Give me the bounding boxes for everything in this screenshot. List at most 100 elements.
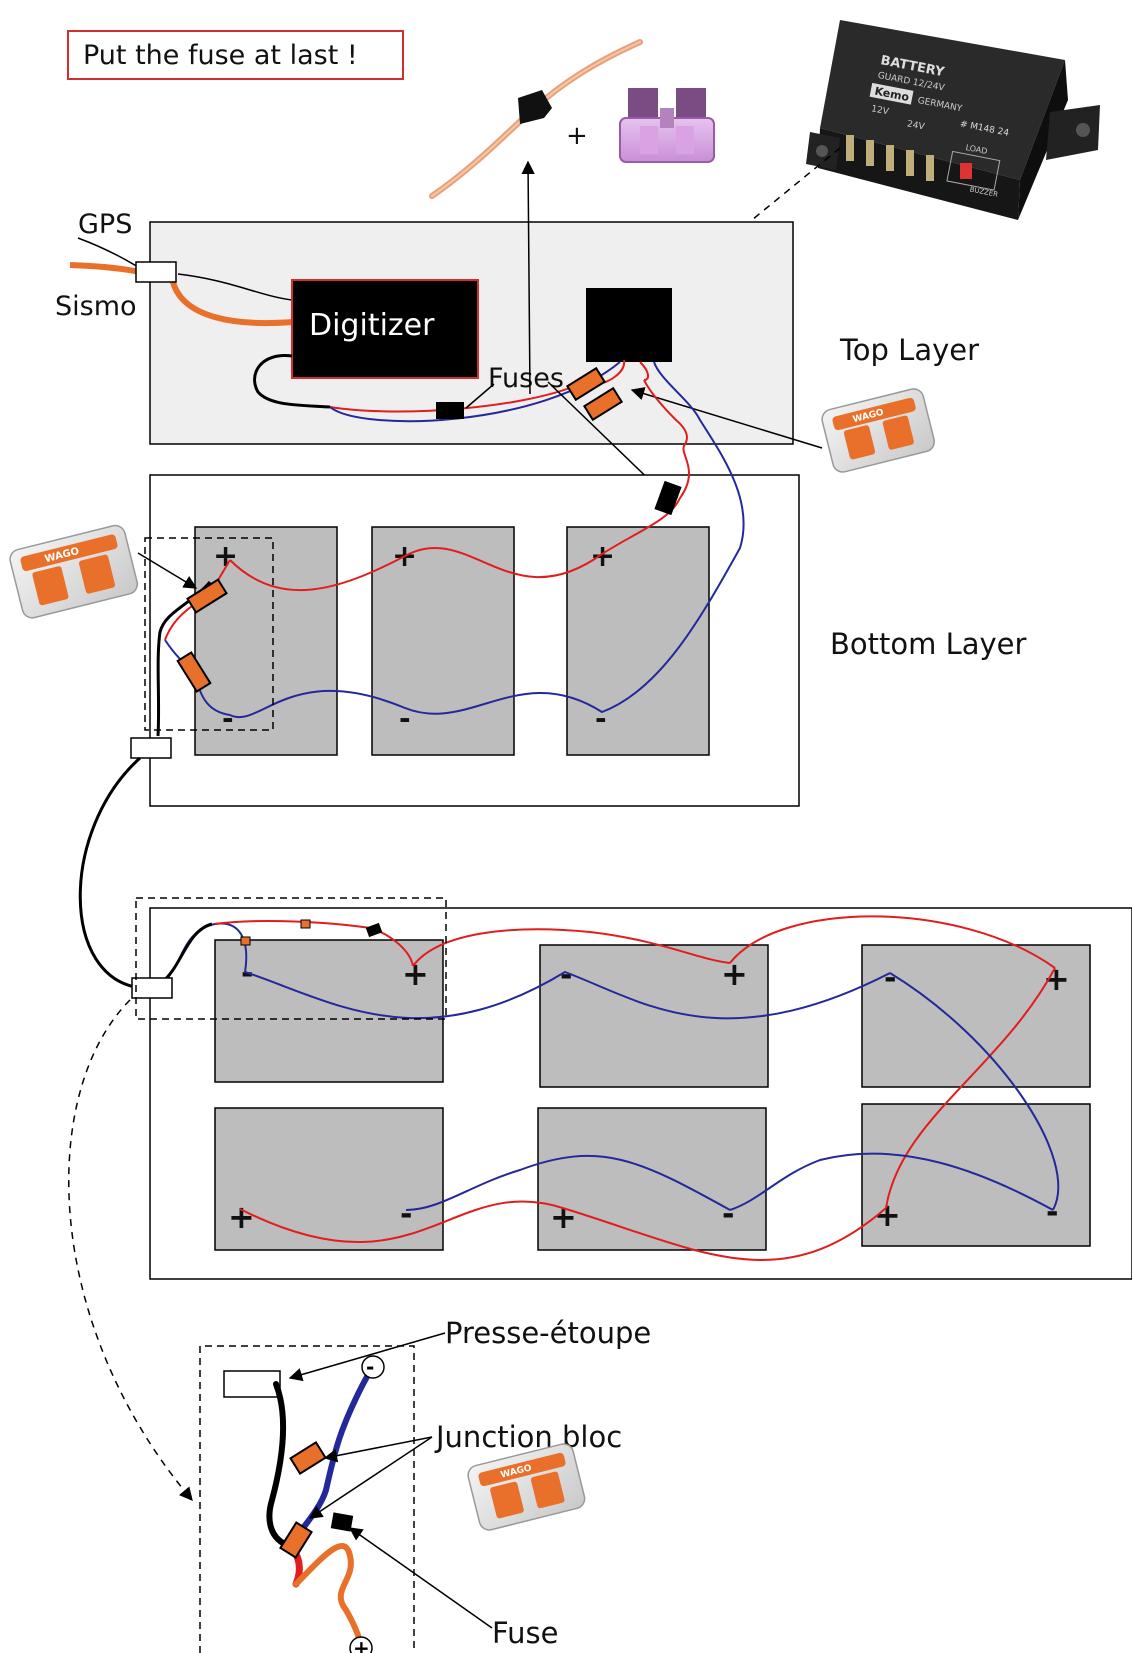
bottom-blue-series [229,361,745,719]
bottom-junction-1 [186,578,228,614]
fuse-holder-clip [518,90,552,124]
junction-pointer-lower [308,1436,433,1519]
fuse-label: Fuse [492,1616,558,1650]
guard-load: LOAD [965,143,988,156]
fuses-pointer-top [465,383,495,409]
detail-plus-terminal: + [349,1636,373,1653]
battery-c1 [214,939,444,1083]
detail-fuse [330,1512,354,1532]
detail-zoom-arrow [68,999,193,1502]
junction-bloc-label: Junction bloc [434,1420,622,1454]
base-junction-blue [240,936,251,946]
battery-c5 [537,1107,767,1251]
sismo-label: Sismo [55,291,137,322]
presse-etoupe-pointer [288,1332,446,1382]
base-red-c3-c6 [885,967,1056,1209]
bottom-red-to-top [643,379,691,499]
fuses-pointer-bottom [547,381,663,493]
top-fuse [436,402,464,419]
base-junction-red [300,919,311,929]
bottom-wago-arrow [137,552,198,589]
inter-layer-cable [78,756,143,990]
bottom-detail-box [144,537,274,731]
battery-b1 [194,526,338,756]
b3-plus: + [590,539,615,574]
bottom-layer-label: Bottom Layer [830,627,1027,661]
base-blue-c1-c3 [244,970,891,1020]
base-fuse [365,922,383,938]
base-blue-c5-c4 [405,1154,731,1211]
bottom-junction-2 [176,651,212,693]
b2-minus: - [399,702,411,735]
c3-minus: - [884,961,896,996]
battery-b3 [566,526,710,756]
guard-24v: 24V [906,119,926,132]
detail-box [199,1345,415,1653]
top-wago-arrow [630,387,823,449]
battery-guard-module: BATTERY GUARD 12/24V Kemo GERMANY # M148… [675,20,1100,283]
fuse-pointer [348,1527,493,1629]
detail-black-cable [266,1381,293,1549]
c1-plus: + [402,955,429,993]
gps-label: GPS [78,209,132,240]
battery-c4 [214,1107,444,1251]
presse-etoupe-label: Presse-étoupe [445,1316,651,1350]
base-red-c6-c5 [565,1207,887,1261]
battery-c3 [861,944,1091,1088]
bottom-layer: Bottom Layer + + + - - - [130,361,1027,807]
wago-connector-icon-top: WAGO [821,388,936,473]
warning-text: Put the fuse at last ! [83,40,358,71]
c5-minus: - [722,1197,734,1232]
detail-inset: - + Presse-étoupe Junction bloc Fuse [199,1316,651,1653]
detail-gland [223,1370,281,1398]
top-junction-2 [582,386,624,422]
warning-box [67,30,404,80]
digitizer-label: Digitizer [309,308,435,343]
fuse-holder-illustration: + [429,39,643,199]
top-layer-label: Top Layer [839,333,979,367]
base-layer: - + - + - + + - + - + - [131,897,1132,1280]
c4-minus: - [400,1197,412,1232]
b1-minus: - [222,702,234,735]
detail-junction-upper [289,1441,327,1475]
c4-plus: + [228,1198,255,1236]
base-blue-c6-c5 [729,1152,1054,1211]
cable-gland-base [131,977,173,999]
wago-connector-icon-left: WAGO [9,524,139,619]
base-red-c5-c4 [239,1200,567,1244]
c5-plus: + [550,1198,577,1236]
c2-minus: - [560,958,572,993]
bottom-red-series [229,497,681,591]
top-junction-1 [565,366,607,402]
junction-pointer-upper [323,1436,433,1463]
digitizer-power-black [253,354,331,409]
top-layer: Top Layer GPS Sismo Digitizer Fuses [55,160,979,493]
detail-minus-text: - [366,1355,374,1379]
detail-plus-text: + [353,1636,370,1653]
base-blue-c3-c6 [889,972,1060,1211]
guard-12v: 12V [870,104,890,117]
digitizer-box [291,279,479,379]
cable-gland-bottom [130,737,172,759]
wago-connector-icon-bottom: WAGO [467,1443,586,1531]
bottom-riser-fuse [654,480,682,516]
c2-plus: + [721,955,748,993]
battery-c2 [539,944,769,1088]
b3-minus: - [595,702,607,735]
gps-cable-inner [177,273,293,301]
base-red-c1-c2 [412,928,731,967]
base-red-c2-c3 [729,915,1056,969]
guard-pointer-line [675,147,841,283]
battery-guard-box [586,288,672,362]
warning-note: Put the fuse at last ! [67,30,404,80]
sismo-cable-inner [169,277,293,327]
c3-plus: + [1043,960,1070,998]
cable-gland-top [135,261,177,283]
fuses-label: Fuses [488,363,564,394]
detail-junction-lower [279,1521,313,1559]
detail-minus-terminal: - [361,1355,385,1379]
detail-orange-wire [293,1543,363,1645]
sismo-cable-outer [69,262,141,275]
plus-between: + [566,121,588,151]
